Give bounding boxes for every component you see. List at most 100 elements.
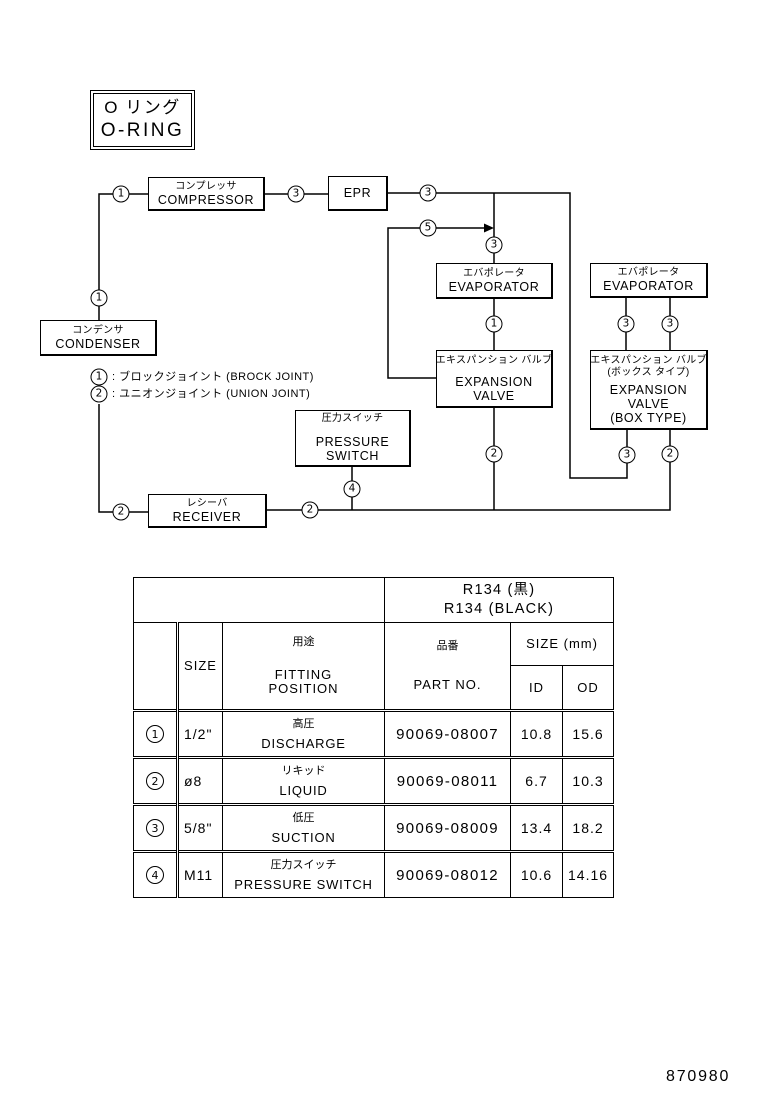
legend-marker: 1 [90, 368, 108, 386]
pressure-switch-label-1: PRESSURE [315, 435, 390, 449]
row-fitting-en: SUCTION [271, 829, 336, 845]
row-part-no: 90069-08007 [384, 709, 512, 758]
row-fitting-jp: 圧力スイッチ [270, 858, 337, 871]
joint-marker: 3 [617, 315, 635, 333]
row-part-no: 90069-08011 [384, 756, 512, 805]
drawing-number: 870980 [666, 1068, 731, 1085]
evaporator-label-jp: エバポレータ [463, 267, 525, 279]
pressure-switch-label-jp: 圧力スイッチ [321, 413, 384, 424]
evaporator-box-type: エバポレータ EVAPORATOR [590, 263, 708, 298]
row-id: 10.8 [510, 709, 564, 758]
header-id-label: ID [529, 679, 545, 695]
refrigerant-label-jp: R134 (黒) [462, 582, 536, 598]
receiver-box: レシーバ RECEIVER [148, 494, 267, 528]
row-size: 5/8" [177, 803, 223, 852]
row-number: 3 [146, 819, 164, 838]
expansion-valve-label-jp: エキスパンション バルブ [435, 354, 553, 366]
row-number: 4 [146, 866, 164, 885]
row-od: 10.3 [562, 756, 615, 805]
refrigerant-header: R134 (黒) R134 (BLACK) [384, 577, 615, 623]
joint-marker: 3 [419, 184, 437, 202]
joint-marker: 3 [287, 185, 305, 203]
title-jp: O リング [104, 98, 181, 117]
condenser-box: コンデンサ CONDENSER [40, 320, 157, 356]
table-row: 2 ø8 リキッド LIQUID 90069-08011 6.7 10.3 [133, 756, 615, 805]
table-corner-cell [132, 577, 386, 623]
compressor-label-jp: コンプレッサ [175, 180, 237, 192]
header-od: OD [562, 665, 615, 711]
row-od: 18.2 [562, 803, 615, 852]
joint-marker: 4 [343, 480, 361, 498]
joint-marker: 2 [301, 501, 319, 519]
pressure-switch-box: 圧力スイッチ PRESSURE SWITCH [295, 410, 411, 467]
row-size: M11 [177, 850, 223, 898]
receiver-label-jp: レシーバ [186, 497, 228, 509]
header-id: ID [510, 665, 564, 711]
header-part-no-jp: 品番 [436, 640, 459, 652]
header-size: SIZE [177, 622, 223, 711]
row-fitting-jp: リキッド [281, 764, 326, 777]
expansion-valve-box: エキスパンション バルブ EXPANSION VALVE [436, 350, 553, 408]
joint-marker: 1 [112, 185, 130, 203]
box-valve-label-2: VALVE [627, 396, 670, 411]
title-box: O リング O-RING [90, 90, 195, 150]
table-row: 4 M11 圧力スイッチ PRESSURE SWITCH 90069-08012… [133, 850, 615, 898]
joint-marker: 3 [485, 236, 503, 254]
joint-marker: 2 [112, 503, 130, 521]
compressor-label: COMPRESSOR [157, 192, 255, 207]
box-valve-label-jp-1: エキスパンション バルブ [590, 354, 707, 366]
row-fitting-jp: 高圧 [292, 717, 315, 730]
condenser-label: CONDENSER [55, 336, 141, 351]
pipe-condenser-to-compressor [98, 193, 148, 320]
legend-marker: 2 [90, 385, 108, 403]
row-fitting-en: PRESSURE SWITCH [234, 876, 373, 892]
box-valve-label-1: EXPANSION [609, 382, 688, 397]
evaporator-box-type-label-jp: エバポレータ [617, 267, 680, 278]
header-size-mm: SIZE (mm) [510, 622, 615, 666]
row-size: ø8 [177, 756, 223, 805]
legend-union-joint: : ユニオンジョイント (UNION JOINT) [112, 388, 311, 400]
header-fitting-jp: 用途 [292, 636, 315, 648]
row-fitting-en: DISCHARGE [261, 735, 346, 751]
joint-marker: 5 [419, 219, 437, 237]
joint-marker: 3 [661, 315, 679, 333]
header-part-no-label: PART NO. [413, 677, 482, 692]
row-number: 1 [146, 725, 164, 744]
epr-box: EPR [328, 176, 388, 211]
flow-arrow-icon [484, 223, 494, 233]
header-size-label: SIZE [184, 658, 217, 673]
legend-block-joint: : ブロックジョイント (BROCK JOINT) [112, 371, 314, 383]
joint-marker: 2 [661, 445, 679, 463]
row-id: 10.6 [510, 850, 564, 898]
joint-marker: 2 [485, 445, 503, 463]
evaporator-box: エバポレータ EVAPORATOR [436, 263, 553, 299]
row-part-no: 90069-08012 [384, 850, 512, 898]
row-id: 6.7 [510, 756, 564, 805]
pipe-condenser-to-receiver [98, 404, 148, 513]
joint-marker: 3 [618, 446, 636, 464]
expansion-valve-box-type: エキスパンション バルブ (ボックス タイプ) EXPANSION VALVE … [590, 350, 708, 430]
title-en: O-RING [100, 120, 185, 141]
condenser-label-jp: コンデンサ [72, 324, 124, 336]
row-fitting: 圧力スイッチ PRESSURE SWITCH [221, 850, 386, 898]
row-od: 14.16 [562, 850, 615, 898]
table-row: 3 5/8" 低圧 SUCTION 90069-08009 13.4 18.2 [133, 803, 615, 852]
row-fitting: 高圧 DISCHARGE [221, 709, 386, 758]
row-size: 1/2" [177, 709, 223, 758]
row-number: 2 [146, 772, 164, 791]
header-fitting-2: POSITION [268, 681, 339, 696]
expansion-valve-label-2: VALVE [473, 388, 515, 403]
row-fitting: リキッド LIQUID [221, 756, 386, 805]
header-fitting: 用途 FITTING POSITION [221, 622, 386, 711]
box-valve-label-3: (BOX TYPE) [610, 410, 687, 425]
row-part-no: 90069-08009 [384, 803, 512, 852]
row-fitting-jp: 低圧 [292, 811, 315, 824]
box-valve-label-jp-2: (ボックス タイプ) [607, 366, 690, 378]
row-fitting-en: LIQUID [279, 782, 328, 798]
row-od: 15.6 [562, 709, 615, 758]
header-number-cell [133, 622, 179, 711]
evaporator-box-type-label: EVAPORATOR [603, 279, 694, 293]
header-part-no: 品番 PART NO. [384, 622, 512, 711]
header-size-mm-label: SIZE (mm) [526, 636, 598, 651]
